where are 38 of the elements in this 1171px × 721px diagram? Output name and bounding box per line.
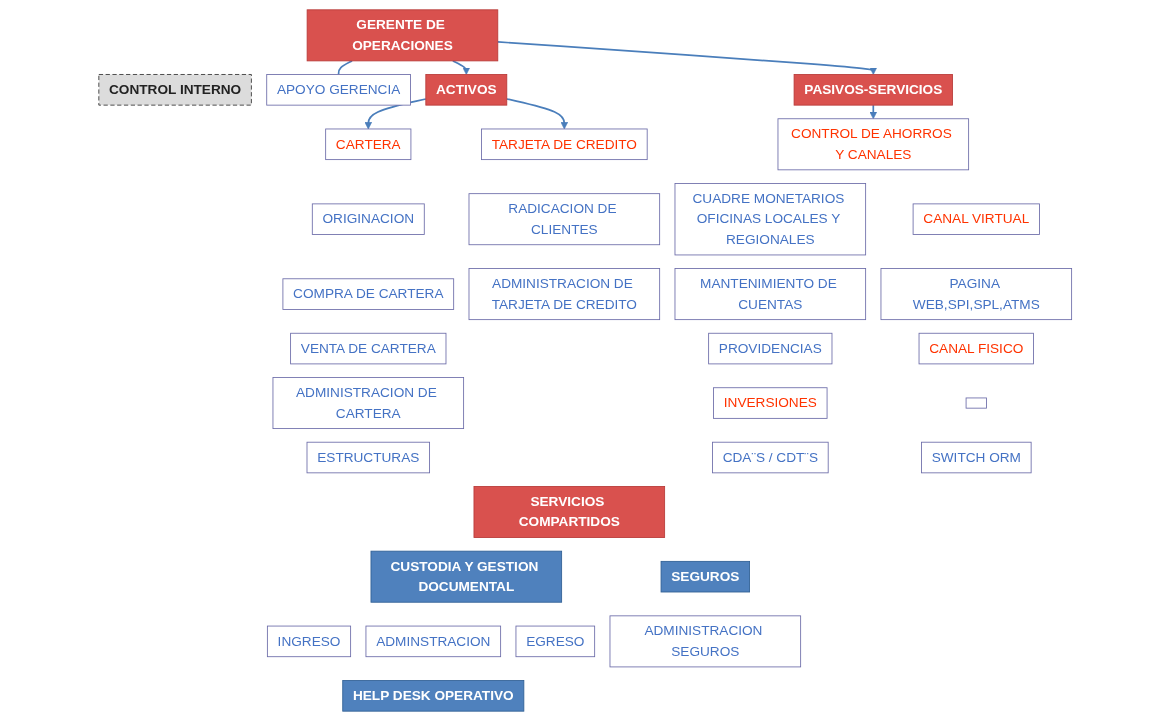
node-box: ACTIVOS: [425, 74, 508, 106]
arrow: [452, 60, 471, 75]
node-box: CONTROL INTERNO: [98, 74, 253, 106]
node-box: CDA¨S / CDT¨S: [712, 441, 829, 474]
node-box: SWITCH ORM: [921, 441, 1032, 474]
node-box: [965, 397, 988, 409]
connector: [338, 60, 354, 76]
node-box: ESTRUCTURAS: [306, 441, 431, 474]
node-box: CANAL VIRTUAL: [912, 203, 1041, 235]
node-box: ORIGINACION: [312, 203, 425, 235]
node-box: CARTERA: [325, 128, 412, 161]
node-box: CUSTODIA Y GESTION DOCUMENTAL: [370, 550, 563, 603]
arrow: [869, 104, 878, 120]
node-box: ADMINISTRACION SEGUROS: [609, 615, 802, 668]
node-box: APOYO GERENCIA: [266, 74, 412, 106]
node-box: SEGUROS: [660, 560, 751, 593]
node-box: CUADRE MONETARIOS OFICINAS LOCALES Y REGIONALES: [674, 183, 867, 256]
node-box: HELP DESK OPERATIVO: [342, 680, 525, 712]
node-box: INGRESO: [267, 625, 352, 658]
node-box: CANAL FISICO: [918, 332, 1035, 365]
node-box: ADMINISTRACION DE CARTERA: [272, 377, 465, 429]
arrow: [506, 98, 569, 130]
node-box: PASIVOS-SERVICIOS: [793, 74, 954, 106]
node-box: EGRESO: [515, 625, 596, 658]
arrow: [497, 41, 878, 75]
node-box: SERVICIOS COMPARTIDOS: [473, 486, 666, 538]
node-box: GERENTE DE OPERACIONES: [307, 9, 499, 62]
node-box: MANTENIMIENTO DE CUENTAS: [674, 268, 867, 321]
node-box: ADMINSTRACION: [365, 625, 502, 658]
node-box: ADMINISTRACION DE TARJETA DE CREDITO: [468, 268, 661, 321]
node-box: RADICACION DE CLIENTES: [468, 193, 661, 246]
node-box: PAGINA WEB,SPI,SPL,ATMS: [880, 268, 1073, 321]
node-box: PROVIDENCIAS: [708, 332, 833, 365]
node-box: INVERSIONES: [713, 387, 828, 419]
node-box: VENTA DE CARTERA: [290, 332, 447, 365]
node-box: TARJETA DE CREDITO: [481, 128, 648, 161]
node-box: COMPRA DE CARTERA: [282, 278, 455, 310]
node-box: CONTROL DE AHORROS Y CANALES: [777, 118, 970, 171]
